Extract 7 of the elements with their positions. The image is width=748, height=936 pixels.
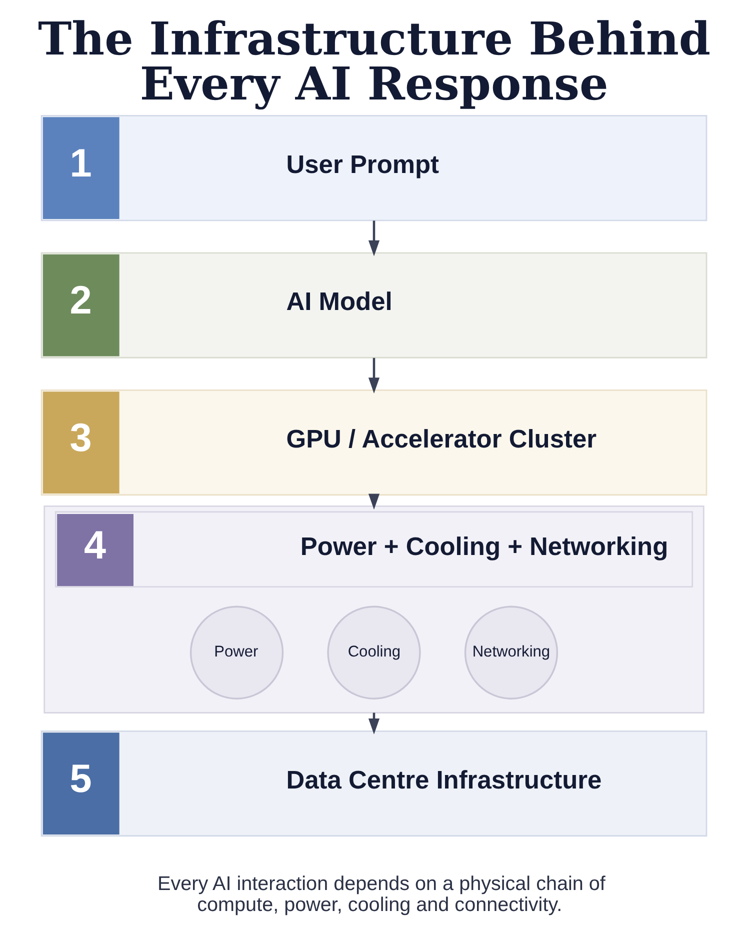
node-circle: Power xyxy=(190,606,284,700)
node-circle: Cooling xyxy=(327,606,421,700)
diagram-title: The Infrastructure Behind Every AI Response xyxy=(38,11,711,111)
arrow xyxy=(368,220,380,256)
node-circle: Networking xyxy=(464,606,558,700)
arrow xyxy=(368,358,380,394)
caption: Every AI interaction depends on a physical chain of compute, power, cooling and connectivity. xyxy=(158,872,606,916)
